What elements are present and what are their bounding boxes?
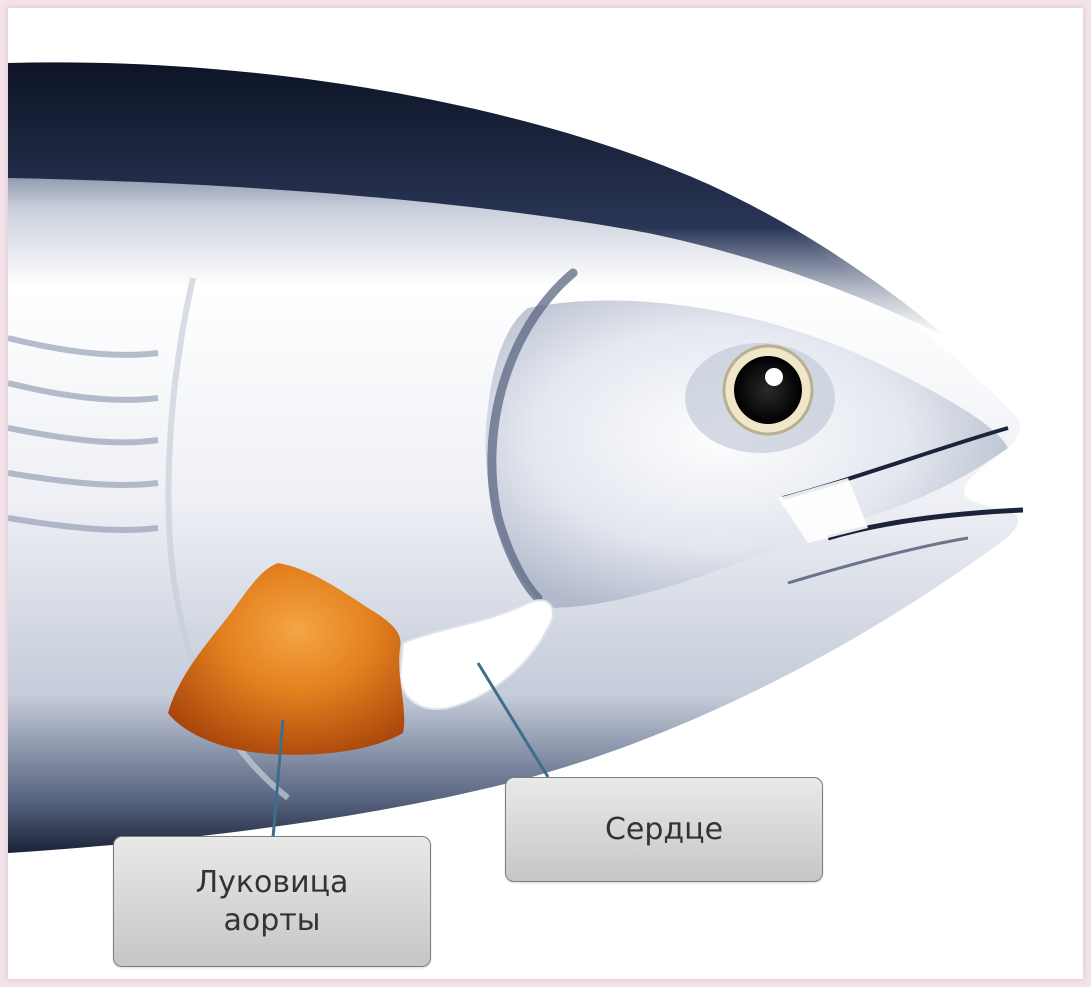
heart-label: Сердце [605, 811, 723, 849]
eye-highlight [765, 368, 783, 386]
eye-pupil [734, 356, 802, 424]
bulbus-label-box: Луковица аорты [113, 836, 431, 967]
bulbus-label-line1: Луковица [196, 864, 349, 902]
bulbus-label-line2: аорты [224, 902, 321, 940]
slide: Сердце Луковица аорты [8, 8, 1083, 979]
heart-label-box: Сердце [505, 777, 823, 882]
